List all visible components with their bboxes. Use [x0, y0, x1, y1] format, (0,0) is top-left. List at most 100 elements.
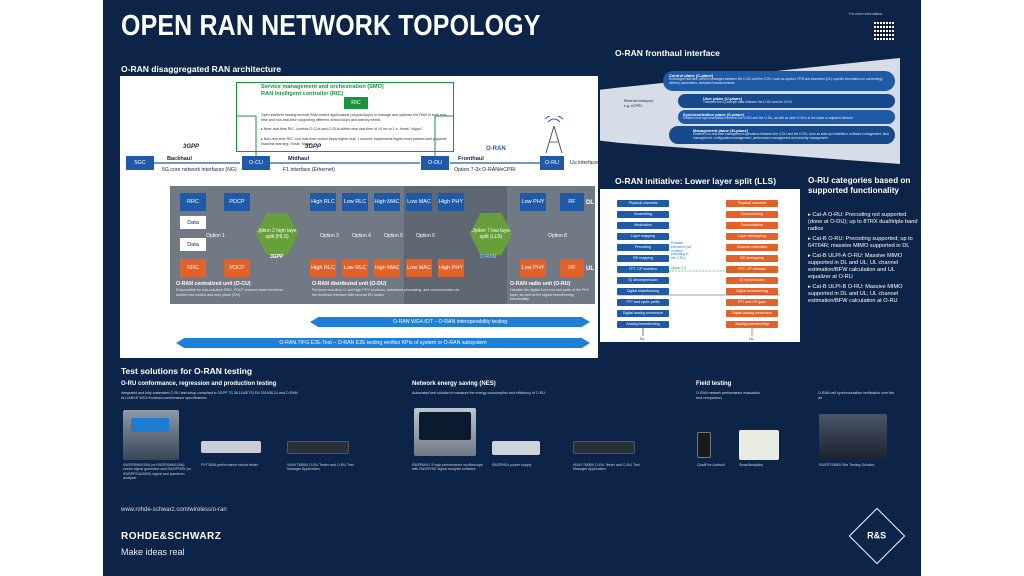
low-mac-ul-block[interactable]: Low MAC	[406, 259, 432, 277]
category-item-cat-b: ▸ Cat-B O-RU: Precoding supported; up to…	[808, 236, 913, 249]
option-3-label: Option 3	[320, 233, 339, 239]
qualipoc-phone-image[interactable]	[697, 432, 711, 458]
mxo5-screen	[419, 412, 471, 440]
high-mac-ul-block[interactable]: High MAC	[374, 259, 400, 277]
s-plane-text: Enables time synchronization between the…	[683, 116, 853, 120]
ngx-power-supply-image[interactable]	[492, 441, 540, 455]
lls-split-note: Possible extension (not in specs; precod…	[671, 241, 692, 261]
rrc-ul-block[interactable]: RRC	[180, 259, 206, 277]
lls-ul-label: UL	[749, 337, 754, 341]
field-text-sync: O-RAN cell synchronization verification …	[818, 391, 895, 400]
m-plane-pipe	[669, 126, 895, 144]
5gc-box[interactable]: 5GC	[126, 156, 154, 170]
high-phy-ul-block[interactable]: High PHY	[438, 259, 464, 277]
backhaul-label: Backhaul	[167, 156, 192, 162]
e2e-test-bar	[176, 338, 590, 348]
lls-dl-block: RE mapping	[617, 255, 669, 262]
connector-lines	[154, 115, 550, 164]
viavi-tm500-nes-image[interactable]	[573, 441, 635, 454]
category-item-cat-a: ▸ Cat-A O-RU: Precoding not supported (d…	[808, 212, 918, 232]
wg4-iot-bar	[310, 317, 590, 327]
caption-pvt360a: PVT360A performance vector tester	[201, 463, 259, 467]
low-phy-dl-block[interactable]: Low PHY	[520, 193, 546, 211]
field-text-network: O-RAN network performance evaluation and…	[696, 391, 760, 400]
smo-frame	[236, 82, 454, 152]
high-rlc-dl-block[interactable]: High RLC	[310, 193, 336, 211]
option-7-lls-hexagon: Option 7 low layer split (LLS)	[470, 213, 512, 255]
rrc-dl-block[interactable]: RRC	[180, 193, 206, 211]
option-7-2x-label: Option 7-2x O-RAN/eCPRI	[454, 167, 516, 173]
lls-ul-block: Demodulation	[726, 222, 778, 229]
categories-list: ▸ Cat-A O-RU: Precoding not supported (d…	[808, 212, 918, 305]
website-link[interactable]: www.rohde-schwarz.com/wireless/o-ran	[121, 507, 227, 513]
caption-ngx: R&S®NGx power supply	[492, 463, 532, 467]
smartanalytics-map-image[interactable]	[739, 430, 779, 460]
ric-box[interactable]: RIC	[344, 97, 368, 109]
lls-dl-block: Digital analog conversion	[617, 310, 669, 317]
smw200a-screen	[131, 418, 169, 432]
o-ru-box[interactable]: O-RU	[540, 156, 564, 170]
m-plane-text: Enables non-real-time management operati…	[693, 132, 889, 140]
low-rlc-ul-block[interactable]: Low RLC	[342, 259, 368, 277]
tsme6-product-image[interactable]	[819, 414, 887, 460]
midhaul-label: Midhaul	[288, 156, 310, 162]
dl-label-stack: DL	[586, 200, 594, 206]
s-plane-pipe	[678, 110, 895, 124]
category-item-cat-b-ulpi-a: ▸ Cat-B ULPI-A O-RU: Massive MIMO suppor…	[808, 253, 903, 280]
testing-heading: Test solutions for O-RAN testing	[121, 366, 253, 376]
data-block-1[interactable]: Data	[180, 216, 206, 229]
high-rlc-ul-block[interactable]: High RLC	[310, 259, 336, 277]
odu-description: Performs real-time L2 and high PHY funct…	[312, 288, 459, 297]
ric-description: Open platform hosting several RAN contro…	[261, 113, 447, 122]
lls-ul-block: RE demapping	[726, 255, 778, 262]
caption-smw200a: R&S®SMW200A (or R&S®SMM100A) vector sign…	[123, 463, 191, 481]
lls-ul-block: Channel estimation	[726, 244, 778, 251]
option-6-label: Option 6	[416, 233, 435, 239]
rf-dl-block[interactable]: RF	[560, 193, 584, 211]
caption-viavi-2: VIAVI TM500 O-RU Tester and O-RU Test Ma…	[573, 463, 640, 472]
ocu-title: O-RAN centralized unit (O-CU)	[176, 281, 251, 287]
poster: OPEN RAN NETWORK TOPOLOGY For more infor…	[103, 0, 921, 576]
o-ran-logo: O-RAN	[486, 146, 506, 152]
high-mac-dl-block[interactable]: High MAC	[374, 193, 400, 211]
low-mac-dl-block[interactable]: Low MAC	[406, 193, 432, 211]
lls-ul-block: Physical channels	[726, 200, 778, 207]
oru-description: Handles the digital front end and parts …	[510, 288, 590, 302]
o-du-box[interactable]: O-DU	[421, 156, 449, 170]
pvt360a-product-image[interactable]	[201, 441, 261, 453]
lls-dl-block: Scrambling	[617, 211, 669, 218]
viavi-tm500-product-image[interactable]	[287, 441, 349, 454]
data-block-2[interactable]: Data	[180, 238, 206, 251]
ethernet-transport-label: Ethernet transport, e.g. eCPRI	[624, 99, 654, 108]
high-phy-dl-block[interactable]: High PHY	[438, 193, 464, 211]
qr-code-icon[interactable]	[874, 20, 894, 40]
lls-ul-block: Layer demapping	[726, 233, 778, 240]
o-cu-box[interactable]: O-CU	[242, 156, 270, 170]
caption-tsme6: R&S®TSME6 Site Testing Solution	[819, 463, 875, 467]
m-plane-title: Management plane (M-plane)	[693, 128, 748, 133]
lls-ul-block: FFT and CP gaps	[726, 299, 778, 306]
category-item-cat-b-ulpi-b: ▸ Cat-B ULPI-B O-RU: Massive MIMO suppor…	[808, 284, 903, 304]
brand-tagline: Make ideas real	[121, 547, 185, 557]
u-plane-text: Transfers the IQ sample data between the…	[703, 100, 792, 104]
lls-dl-block: Physical channels	[617, 200, 669, 207]
rf-ul-block[interactable]: RF	[560, 259, 584, 277]
ocu-description: Responsible for non-real-time RRC, PDCP …	[176, 288, 284, 297]
pdcp-dl-block[interactable]: PDCP	[224, 193, 250, 211]
page-title: OPEN RAN NETWORK TOPOLOGY	[121, 10, 541, 42]
low-rlc-dl-block[interactable]: Low RLC	[342, 193, 368, 211]
lls-ul-block: IQ compression	[726, 277, 778, 284]
pdcp-ul-block[interactable]: PDCP	[224, 259, 250, 277]
option-1-label: Option 1	[206, 233, 225, 239]
ric-title: RAN intelligent controller (RIC)	[261, 91, 344, 97]
caption-qualipoc: QualiPoc Android	[697, 463, 725, 467]
low-phy-ul-block[interactable]: Low PHY	[520, 259, 546, 277]
option-5-label: Option 5	[384, 233, 403, 239]
lls-dl-block: Modulation	[617, 222, 669, 229]
3gpp-logo-midhaul: 3GPP	[305, 144, 322, 150]
lls-dl-block: FFT and cyclic prefix	[617, 299, 669, 306]
f1-interface-label: F1 interface (Ethernet)	[283, 167, 335, 173]
lls-ul-block: Analog beamforming	[726, 321, 778, 328]
wg4-iot-label: O-RAN WG4.IOT – O-RAN interoperability t…	[392, 319, 508, 325]
c-plane-title: Control plane (C-plane)	[669, 73, 714, 78]
